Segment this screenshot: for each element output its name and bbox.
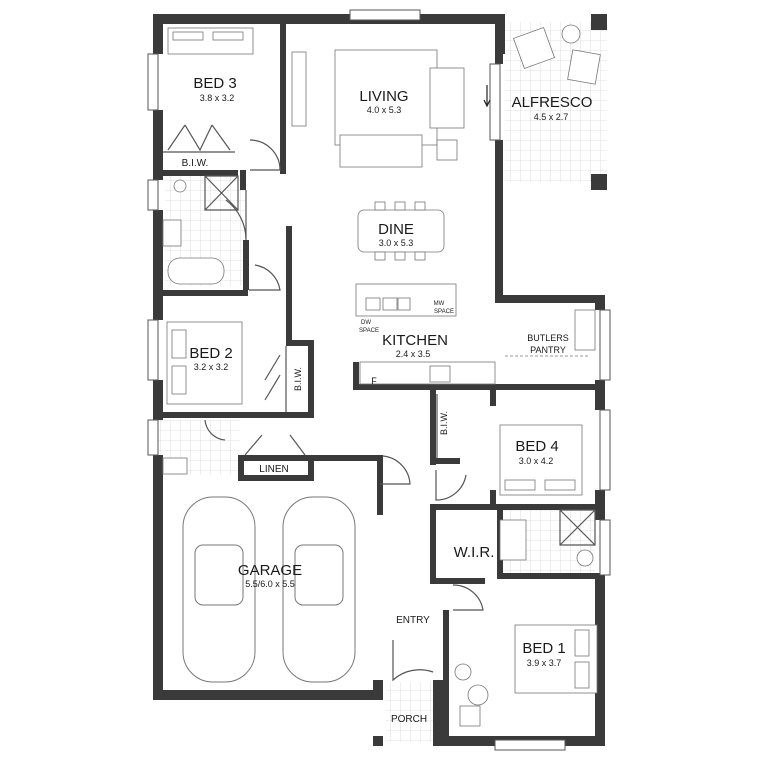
living-label: LIVING — [359, 88, 408, 105]
garage-cars — [182, 496, 356, 683]
porch-tiles — [386, 682, 441, 742]
bed-3-bed — [167, 27, 254, 55]
bed-1-bed — [514, 624, 598, 694]
living-furniture — [291, 49, 465, 168]
bed-2-label: BED 2 — [189, 345, 232, 362]
alfresco-size: 4.5 x 2.7 — [534, 112, 569, 122]
ensuite-fixtures — [162, 175, 239, 285]
wir-label: W.I.R. — [454, 544, 495, 561]
windows — [147, 9, 611, 751]
bed-4-size: 3.0 x 4.2 — [519, 456, 554, 466]
butlers-line-2: PANTRY — [530, 345, 566, 355]
garage-label: GARAGE — [238, 562, 302, 579]
laundry-tub — [162, 457, 188, 475]
slide-arrow-icon — [483, 85, 491, 108]
pantry-sink — [574, 309, 596, 351]
bed-2-size: 3.2 x 3.2 — [194, 362, 229, 372]
bed-2-bed — [166, 321, 243, 405]
dine-label: DINE — [378, 221, 414, 238]
bed-2-robe-label: B.I.W. — [293, 367, 303, 391]
kitchen-bench — [359, 361, 496, 385]
cooktop — [429, 365, 451, 383]
robe-lines — [163, 151, 438, 458]
bed-1-size: 3.9 x 3.7 — [527, 658, 562, 668]
bed-1-chairs — [454, 663, 489, 727]
mw-space-line-2: SPACE — [434, 309, 454, 315]
dw-space-line-1: DW — [361, 320, 371, 326]
doors — [167, 124, 484, 682]
garage-size: 5.5/6.0 x 5.5 — [245, 579, 295, 589]
dining-table — [357, 201, 445, 261]
kitchen-size: 2.4 x 3.5 — [396, 349, 431, 359]
kitchen-island — [355, 283, 457, 317]
butlers-line-1: BUTLERS — [527, 333, 569, 343]
dw-space-line-2: SPACE — [359, 328, 379, 334]
alfresco-furniture — [512, 24, 601, 85]
mw-space-line-1: MW — [434, 301, 445, 307]
walls — [153, 14, 607, 746]
dine-size: 3.0 x 5.3 — [379, 238, 414, 248]
bathroom-fixtures — [499, 509, 596, 567]
bed-4-label: BED 4 — [515, 438, 558, 455]
bed-1-label: BED 1 — [522, 640, 565, 657]
linen-label: LINEN — [259, 464, 288, 475]
bed-4-robe-label: B.I.W. — [439, 411, 449, 435]
bed-3-label: BED 3 — [193, 75, 236, 92]
bed-4-bed — [499, 424, 583, 496]
alfresco-label: ALFRESCO — [512, 94, 593, 111]
porch-label: PORCH — [391, 714, 427, 725]
living-size: 4.0 x 5.3 — [367, 105, 402, 115]
entry-label: ENTRY — [396, 615, 430, 626]
bed-3-robe-label: B.I.W. — [182, 158, 209, 169]
fridge-label: F — [371, 376, 377, 386]
bed-3-size: 3.8 x 3.2 — [200, 93, 235, 103]
kitchen-label: KITCHEN — [382, 332, 448, 349]
